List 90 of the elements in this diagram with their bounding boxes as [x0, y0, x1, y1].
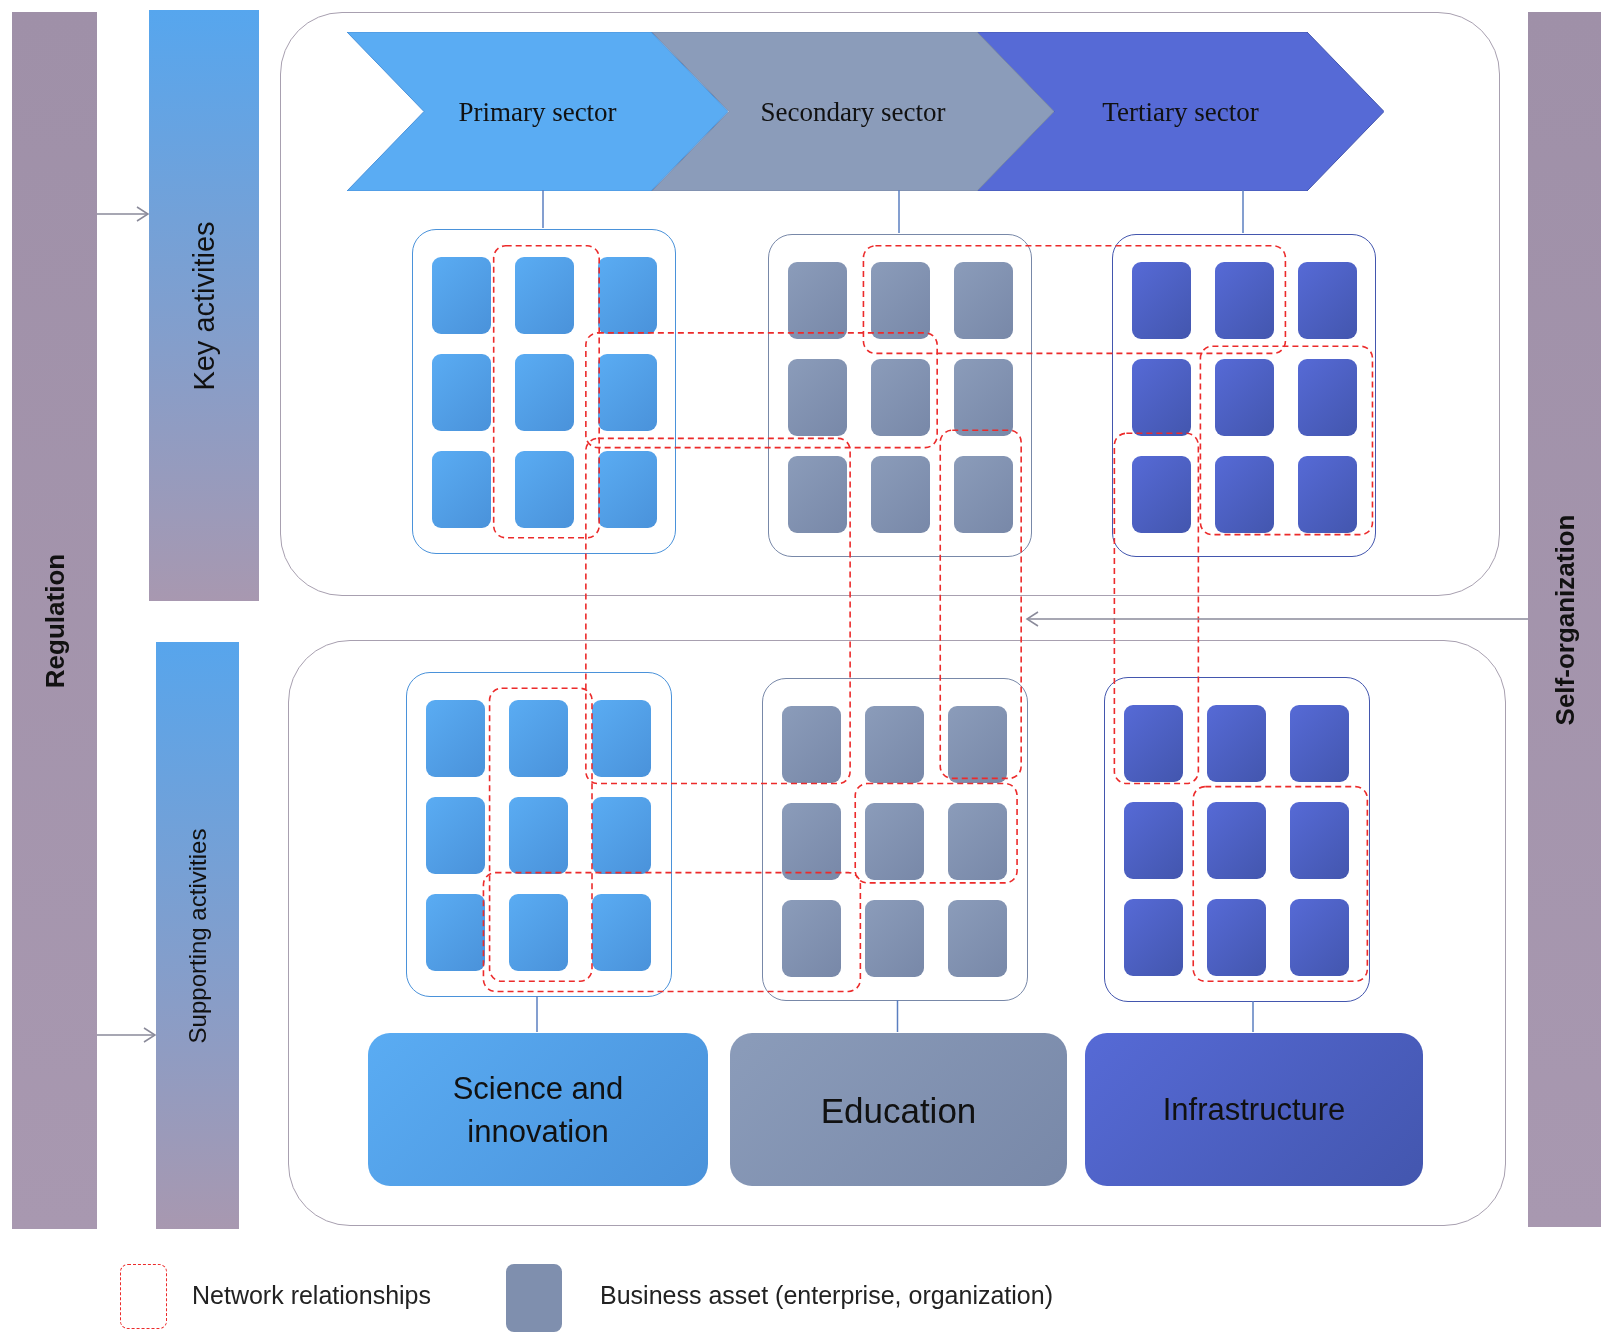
connector-line: [542, 189, 544, 229]
arrow: [96, 206, 149, 222]
support-block: [1085, 1033, 1423, 1186]
node-label: Supporting activities: [183, 828, 212, 1043]
business-asset-square: [782, 900, 841, 977]
business-asset-square: [1132, 359, 1191, 436]
business-asset-square: [948, 900, 1007, 977]
business-asset-square: [1290, 705, 1349, 782]
connector-line: [1242, 189, 1244, 234]
side-band: [149, 10, 259, 601]
business-asset-square: [788, 262, 847, 339]
business-asset-square: [426, 700, 485, 777]
node-label: Science and innovation: [451, 1069, 625, 1151]
business-asset-square: [432, 354, 491, 431]
asset-cluster: [412, 229, 676, 554]
business-asset-square: [948, 706, 1007, 783]
support-block: [368, 1033, 708, 1186]
asset-cluster: [1112, 234, 1376, 557]
business-asset-square: [1290, 802, 1349, 879]
business-asset-square: [954, 456, 1013, 533]
node-label: Key activities: [187, 220, 221, 391]
business-asset-square: [871, 456, 930, 533]
business-asset-square: [1298, 262, 1357, 339]
business-asset-square: [515, 354, 574, 431]
asset-cluster: [768, 234, 1032, 557]
business-asset-square: [1124, 802, 1183, 879]
business-asset-square: [426, 894, 485, 971]
group-container: [288, 640, 1506, 1226]
arrow: [1026, 611, 1529, 627]
business-asset-square: [1215, 262, 1274, 339]
business-asset-square: [509, 700, 568, 777]
business-asset-square: [509, 797, 568, 874]
business-asset-square: [954, 359, 1013, 436]
business-asset-square: [871, 262, 930, 339]
legend-label: Business asset (enterprise, organization): [600, 1281, 1053, 1310]
business-asset-square: [432, 257, 491, 334]
arrow: [96, 1027, 156, 1043]
node-label: Education: [819, 1089, 978, 1131]
business-asset-square: [426, 797, 485, 874]
business-asset-square: [598, 257, 657, 334]
business-asset-square: [1215, 359, 1274, 436]
business-asset-square: [515, 257, 574, 334]
business-asset-square: [1124, 705, 1183, 782]
node-label: Primary sector: [458, 96, 617, 127]
business-asset-square: [432, 451, 491, 528]
asset-cluster: [1104, 677, 1370, 1002]
connector-line: [536, 995, 538, 1033]
node-label: Secondary sector: [760, 96, 946, 127]
business-asset-square: [1207, 705, 1266, 782]
business-asset-square: [592, 894, 651, 971]
business-asset-square: [1298, 456, 1357, 533]
business-asset-square: [592, 700, 651, 777]
business-asset-square: [1132, 456, 1191, 533]
connector-line: [896, 999, 899, 1033]
asset-cluster: [406, 672, 672, 997]
business-asset-square: [788, 456, 847, 533]
node-label: Infrastructure: [1161, 1090, 1347, 1129]
business-asset-square: [865, 900, 924, 977]
side-band: [156, 642, 239, 1229]
business-asset-square: [782, 803, 841, 880]
group-container: [280, 12, 1500, 596]
business-asset-square: [1298, 359, 1357, 436]
business-asset-square: [598, 354, 657, 431]
business-asset-square: [871, 359, 930, 436]
business-asset-square: [1207, 802, 1266, 879]
business-asset-square: [782, 706, 841, 783]
business-asset-square: [509, 894, 568, 971]
business-asset-square: [948, 803, 1007, 880]
node-label: Self-organization: [1549, 514, 1580, 725]
business-asset-square: [1132, 262, 1191, 339]
business-asset-square: [592, 797, 651, 874]
side-band: [12, 12, 97, 1229]
business-asset-square: [1290, 899, 1349, 976]
business-asset-square: [954, 262, 1013, 339]
asset-cluster: [762, 678, 1028, 1001]
node-label: Regulation: [39, 553, 70, 688]
node-label: Tertiary sector: [1102, 96, 1259, 127]
business-asset-square: [865, 803, 924, 880]
business-asset-square: [515, 451, 574, 528]
business-asset-square: [598, 451, 657, 528]
connector-line: [898, 189, 900, 234]
support-block: [730, 1033, 1067, 1186]
business-asset-square: [1207, 899, 1266, 976]
side-band: [1528, 12, 1601, 1227]
business-asset-square: [788, 359, 847, 436]
business-asset-square: [1124, 899, 1183, 976]
business-asset-square: [865, 706, 924, 783]
legend-label: Network relationships: [192, 1281, 431, 1310]
business-asset-square: [1215, 456, 1274, 533]
connector-line: [1252, 1000, 1254, 1033]
